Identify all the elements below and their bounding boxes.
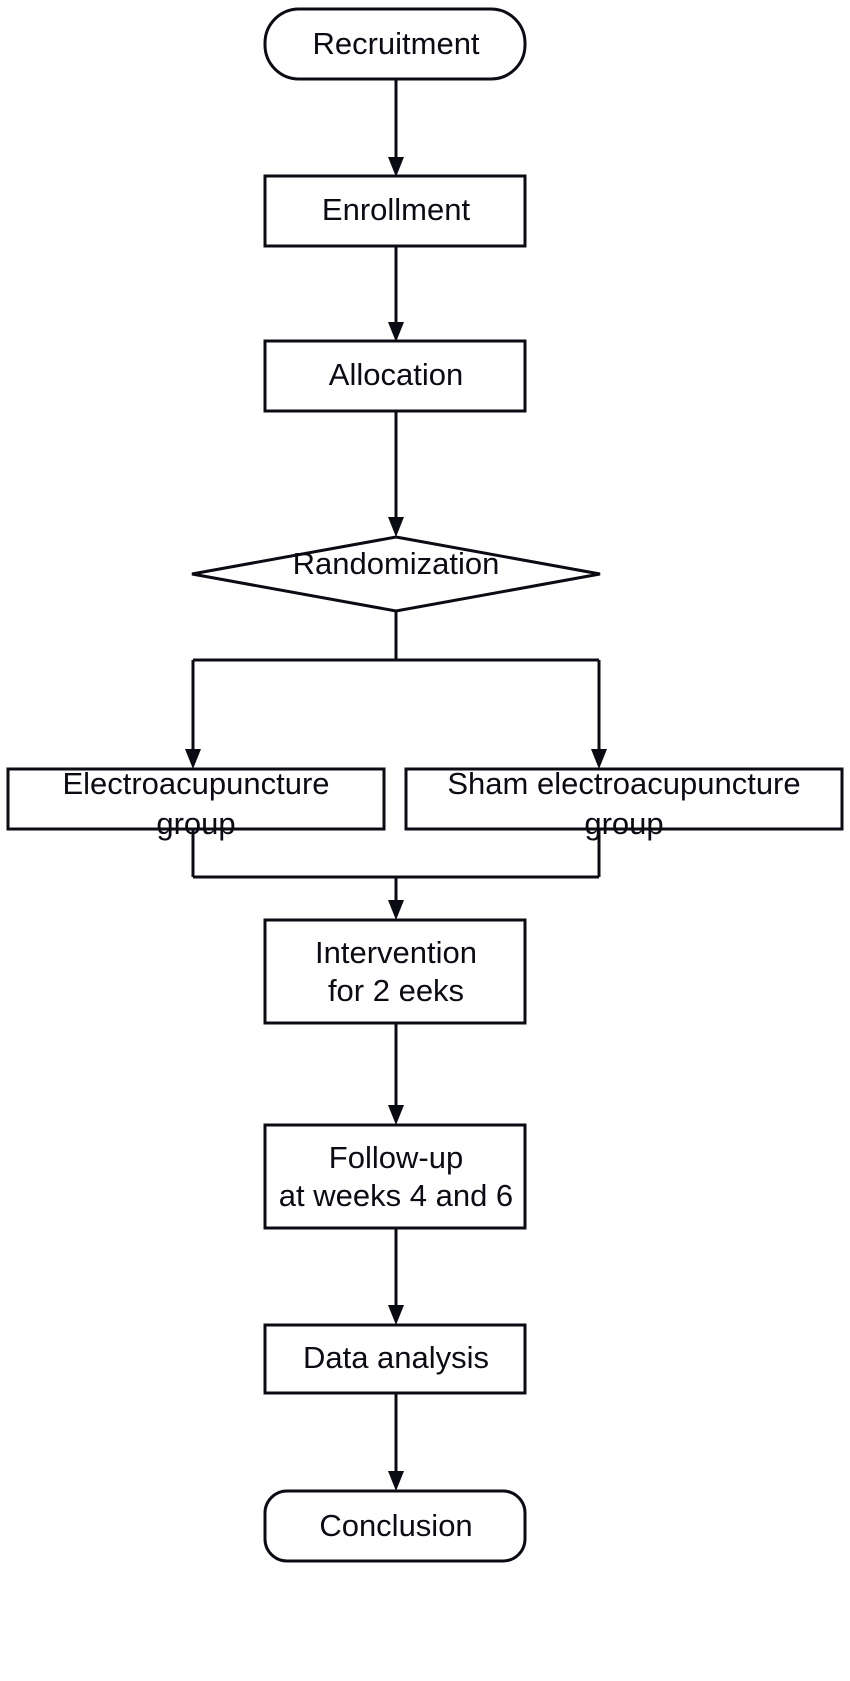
enrollment-label: Enrollment: [322, 192, 471, 227]
data-analysis-label: Data analysis: [303, 1340, 489, 1375]
intervention-label-line2: for 2 eeks: [328, 973, 464, 1008]
edge-randomization-branch: [185, 610, 607, 769]
followup-label-line2: at weeks 4 and 6: [279, 1178, 513, 1213]
node-followup[interactable]: Follow-up at weeks 4 and 6: [263, 1123, 527, 1230]
node-randomization[interactable]: Randomization: [191, 535, 601, 613]
edge-data-analysis-to-conclusion: [388, 1393, 404, 1491]
enrollment-shape[interactable]: [263, 174, 527, 248]
intervention-label-line1: Intervention: [315, 935, 477, 970]
edge-recruitment-to-enrollment: [388, 79, 404, 177]
node-conclusion[interactable]: Conclusion: [263, 1489, 527, 1563]
recruitment-shape[interactable]: [263, 7, 527, 81]
electroacupuncture-group-label-line2: group: [156, 806, 235, 841]
edge-followup-to-data-analysis: [388, 1228, 404, 1325]
data-analysis-shape[interactable]: [263, 1323, 527, 1395]
allocation-label: Allocation: [329, 357, 463, 392]
connector-layer: [185, 79, 607, 1491]
node-recruitment[interactable]: Recruitment: [263, 7, 527, 81]
sham-group-shape[interactable]: [404, 767, 844, 831]
sham-group-label-line2: group: [584, 806, 663, 841]
sham-group-label-line1: Sham electroacupuncture: [447, 766, 800, 801]
edge-intervention-to-followup: [388, 1023, 404, 1125]
followup-label-line1: Follow-up: [329, 1140, 463, 1175]
followup-shape[interactable]: [263, 1123, 527, 1230]
edge-allocation-to-randomization: [388, 410, 404, 537]
node-layer: Recruitment Enrollment Allocation Random…: [6, 7, 844, 1563]
node-enrollment[interactable]: Enrollment: [263, 174, 527, 248]
randomization-shape[interactable]: [191, 535, 601, 613]
edge-groups-merge-to-intervention: [191, 828, 601, 920]
edge-enrollment-to-allocation: [388, 245, 404, 342]
allocation-shape[interactable]: [263, 339, 527, 413]
electroacupuncture-group-label-line1: Electroacupuncture: [62, 766, 329, 801]
conclusion-shape[interactable]: [263, 1489, 527, 1563]
node-intervention[interactable]: Intervention for 2 eeks: [263, 918, 527, 1025]
node-sham-electroacupuncture-group[interactable]: Sham electroacupuncture group: [404, 766, 844, 841]
node-allocation[interactable]: Allocation: [263, 339, 527, 413]
conclusion-label: Conclusion: [319, 1508, 472, 1543]
intervention-shape[interactable]: [263, 918, 527, 1025]
electroacupuncture-group-shape[interactable]: [6, 767, 386, 831]
node-electroacupuncture-group[interactable]: Electroacupuncture group: [6, 766, 386, 841]
recruitment-label: Recruitment: [312, 26, 479, 61]
node-data-analysis[interactable]: Data analysis: [263, 1323, 527, 1395]
randomization-label: Randomization: [293, 546, 500, 581]
